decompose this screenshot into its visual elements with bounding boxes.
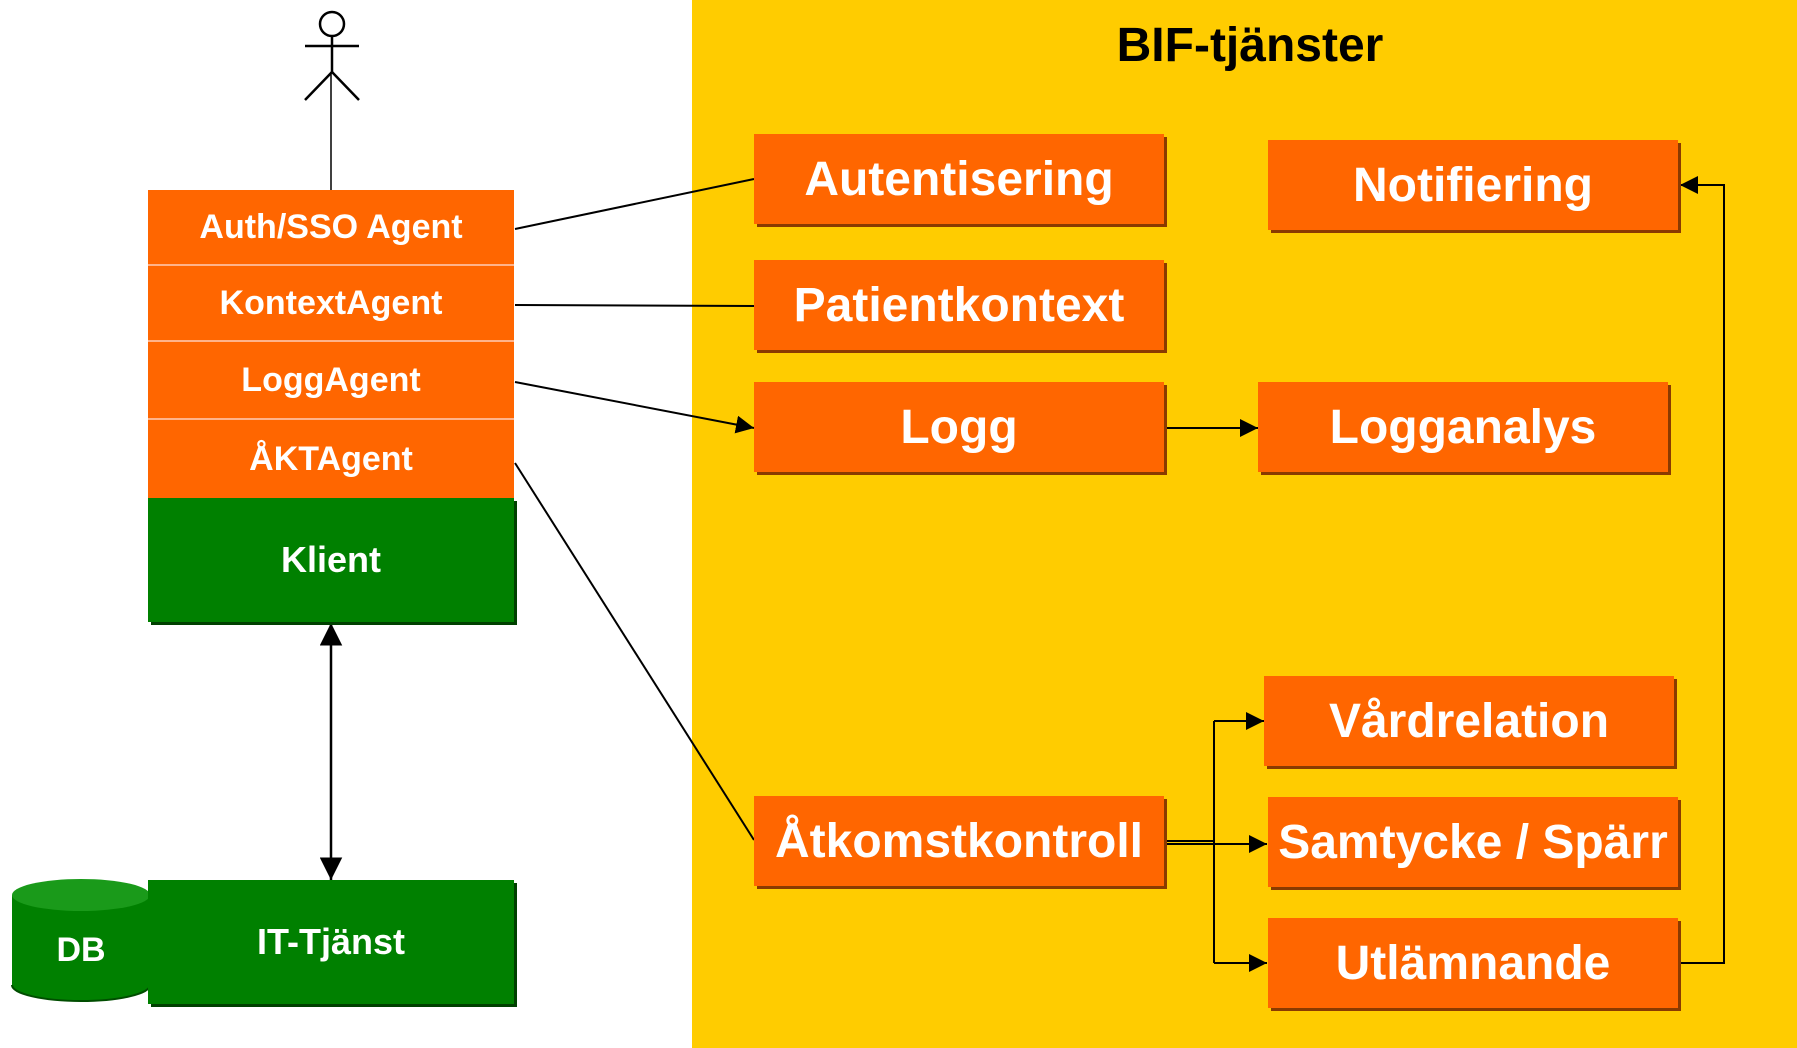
service-logganalys: Logganalys [1258, 382, 1668, 472]
database-icon [11, 879, 151, 1002]
client-box: Klient [148, 498, 514, 622]
agent-kontext: KontextAgent [148, 266, 514, 342]
service-vardrelation: Vårdrelation [1264, 676, 1674, 766]
service-notifiering: Notifiering [1268, 140, 1678, 230]
agent-akt: ÅKTAgent [148, 420, 514, 498]
akt-line [514, 462, 755, 841]
logg-arrow [514, 381, 755, 434]
service-logg: Logg [754, 382, 1164, 472]
notifiering-arrow [1679, 176, 1725, 964]
kontext-line [514, 304, 755, 307]
service-autentisering: Autentisering [754, 134, 1164, 224]
database-label: DB [56, 930, 106, 969]
service-patientkontext: Patientkontext [754, 260, 1164, 350]
agent-logg: LoggAgent [148, 342, 514, 420]
panel-title: BIF-tjänster [1116, 19, 1384, 72]
it-service-box: IT-Tjänst [148, 880, 514, 1004]
agent-auth-sso: Auth/SSO Agent [148, 190, 514, 266]
service-utlamnande: Utlämnande [1268, 918, 1678, 1008]
service-atkomstkontroll: Åtkomstkontroll [754, 796, 1164, 886]
stick-figure-icon [304, 10, 360, 101]
auth-line [514, 178, 755, 230]
service-samtycke-sparr: Samtycke / Spärr [1268, 797, 1678, 887]
